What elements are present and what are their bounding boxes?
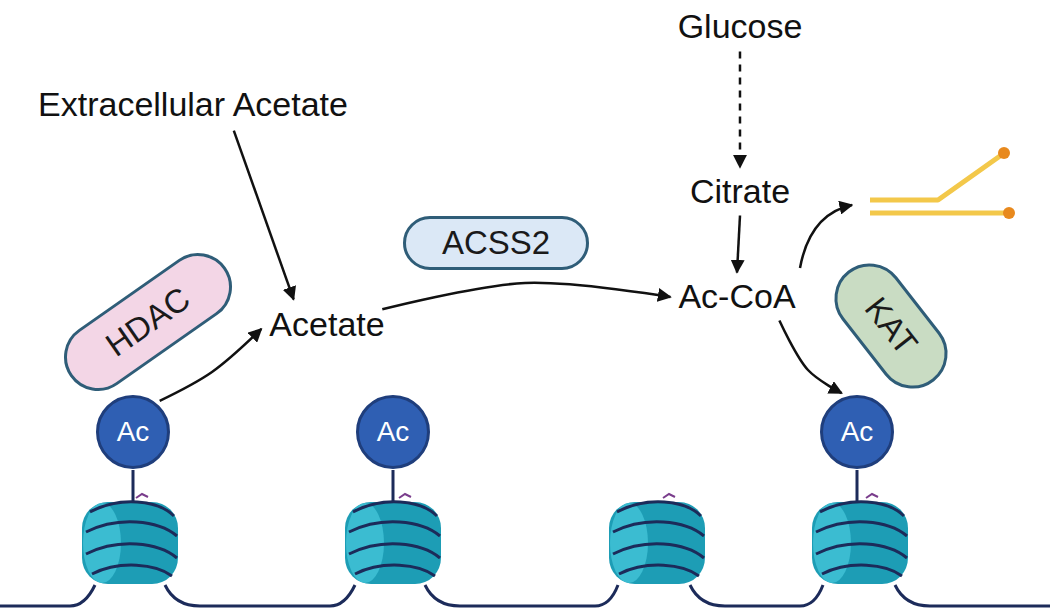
node-text: Acetate <box>269 305 384 344</box>
circle-mark: Ac <box>96 395 170 469</box>
node-text: Ac <box>841 416 874 448</box>
node-text: HDAC <box>99 280 197 365</box>
lipid-icon <box>870 147 1015 219</box>
term-label: Extracellular Acetate <box>36 85 350 124</box>
node-text: Ac-CoA <box>678 277 795 316</box>
circle-mark: Ac <box>820 395 894 469</box>
term-label: Glucose <box>676 7 805 46</box>
term-label: Citrate <box>688 172 792 211</box>
flow-arrow <box>737 216 740 273</box>
flow-arrow <box>779 321 841 394</box>
nucleosome <box>812 494 908 584</box>
node-text: ACSS2 <box>442 224 550 262</box>
process-box: HDAC <box>51 240 246 405</box>
node-text: Extracellular Acetate <box>38 85 348 124</box>
flow-arrow <box>739 52 742 168</box>
process-box: ACSS2 <box>403 216 589 270</box>
lipid-arrow <box>800 205 852 268</box>
histone-tail <box>392 470 395 502</box>
term-label: Ac-CoA <box>676 277 797 316</box>
node-text: Citrate <box>690 172 790 211</box>
node-text: Glucose <box>678 7 803 46</box>
node-text: KAT <box>857 290 925 362</box>
nucleosome <box>82 494 178 584</box>
circle-mark: Ac <box>356 395 430 469</box>
node-text: Ac <box>377 416 410 448</box>
node-text: Ac <box>117 416 150 448</box>
histone-tail <box>132 470 135 502</box>
flow-arrow <box>382 283 670 310</box>
nucleosome <box>609 494 705 584</box>
term-label: Acetate <box>267 305 386 344</box>
process-box: KAT <box>820 249 961 402</box>
nucleosome <box>345 494 441 584</box>
flow-arrow <box>234 131 294 300</box>
dna-strand <box>0 585 1050 606</box>
histone-tail <box>856 470 859 502</box>
